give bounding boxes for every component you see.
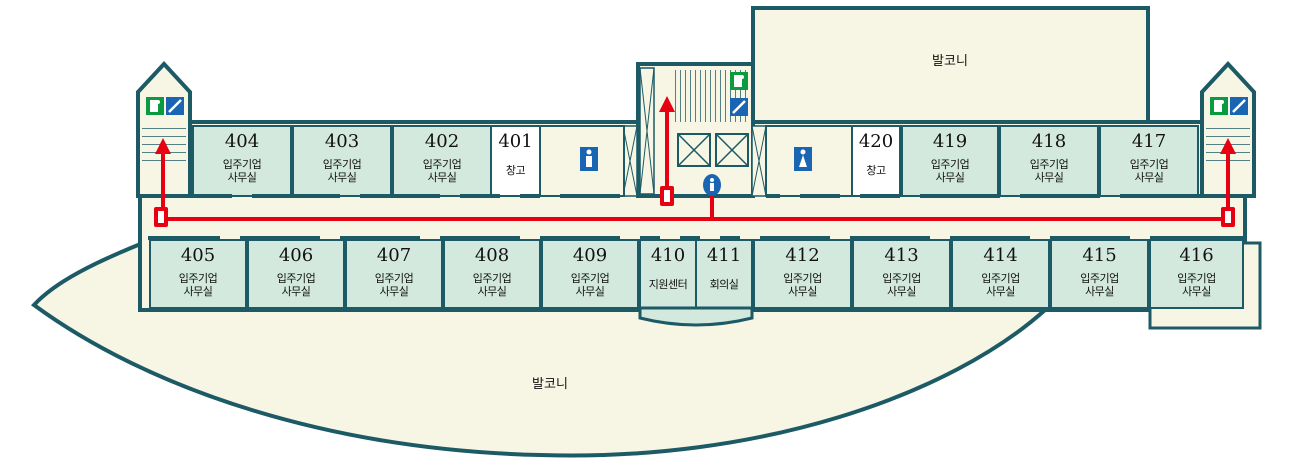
room-number-413: 413 — [884, 245, 919, 266]
emergency-exit-icon — [730, 72, 748, 90]
room-number-414: 414 — [983, 245, 1018, 266]
room-415 — [1050, 239, 1149, 309]
room-number-407: 407 — [376, 245, 412, 266]
room-name-401: 창고 — [505, 164, 526, 177]
room-number-420: 420 — [858, 131, 894, 152]
room-number-410: 410 — [650, 245, 686, 266]
room-401 — [490, 125, 541, 197]
room-408 — [443, 239, 541, 309]
room-number-406: 406 — [278, 245, 314, 266]
rooms-bottom — [149, 239, 1244, 309]
room-number-417: 417 — [1131, 131, 1167, 152]
room-414 — [951, 239, 1050, 309]
bay-410-411 — [638, 306, 754, 327]
stairs-icon — [1230, 97, 1248, 115]
room-number-411: 411 — [706, 245, 742, 266]
room-409 — [541, 239, 639, 309]
room-406 — [247, 239, 345, 309]
rooms-top-left — [192, 125, 541, 197]
room-number-403: 403 — [324, 131, 360, 152]
room-413 — [852, 239, 951, 309]
stairs-icon — [166, 97, 184, 115]
balcony-top-label: 발코니 — [932, 54, 968, 69]
room-number-415: 415 — [1082, 245, 1117, 266]
restroom-icon — [794, 147, 812, 171]
fire-extinguisher-icon — [1221, 207, 1235, 227]
room-number-404: 404 — [224, 131, 260, 152]
emergency-exit-icon — [1210, 97, 1228, 115]
room-416 — [1149, 239, 1244, 309]
balcony-bottom-label: 발코니 — [532, 377, 568, 392]
room-407 — [345, 239, 443, 309]
balcony-bottom — [31, 238, 1051, 458]
emergency-exit-icon — [146, 97, 164, 115]
room-number-408: 408 — [474, 245, 510, 266]
room-number-419: 419 — [932, 131, 968, 152]
room-number-405: 405 — [180, 245, 216, 266]
room-number-409: 409 — [572, 245, 608, 266]
fire-extinguisher-icon — [154, 207, 168, 227]
fire-extinguisher-icon — [660, 186, 674, 206]
room-412 — [753, 239, 852, 309]
room-403 — [292, 125, 392, 197]
room-number-416: 416 — [1179, 245, 1214, 266]
room-420 — [851, 125, 901, 197]
room-402 — [392, 125, 492, 197]
room-name-411: 회의실 — [709, 278, 739, 291]
stairs-icon — [730, 98, 748, 116]
room-name-410: 지원센터 — [648, 278, 688, 291]
restroom-icon — [580, 147, 598, 171]
room-number-402: 402 — [424, 131, 460, 152]
room-419 — [901, 125, 999, 197]
rooms-top-right — [851, 125, 1199, 197]
room-number-401: 401 — [498, 131, 533, 152]
room-name-420: 창고 — [866, 164, 886, 177]
room-410 — [639, 239, 697, 309]
room-411 — [695, 239, 753, 309]
room-404 — [192, 125, 292, 197]
room-number-418: 418 — [1031, 131, 1067, 152]
room-418 — [999, 125, 1099, 197]
evacuation-arrow-heads — [155, 96, 1236, 154]
room-number-412: 412 — [785, 245, 820, 266]
accessible-restroom-icon — [703, 174, 721, 196]
